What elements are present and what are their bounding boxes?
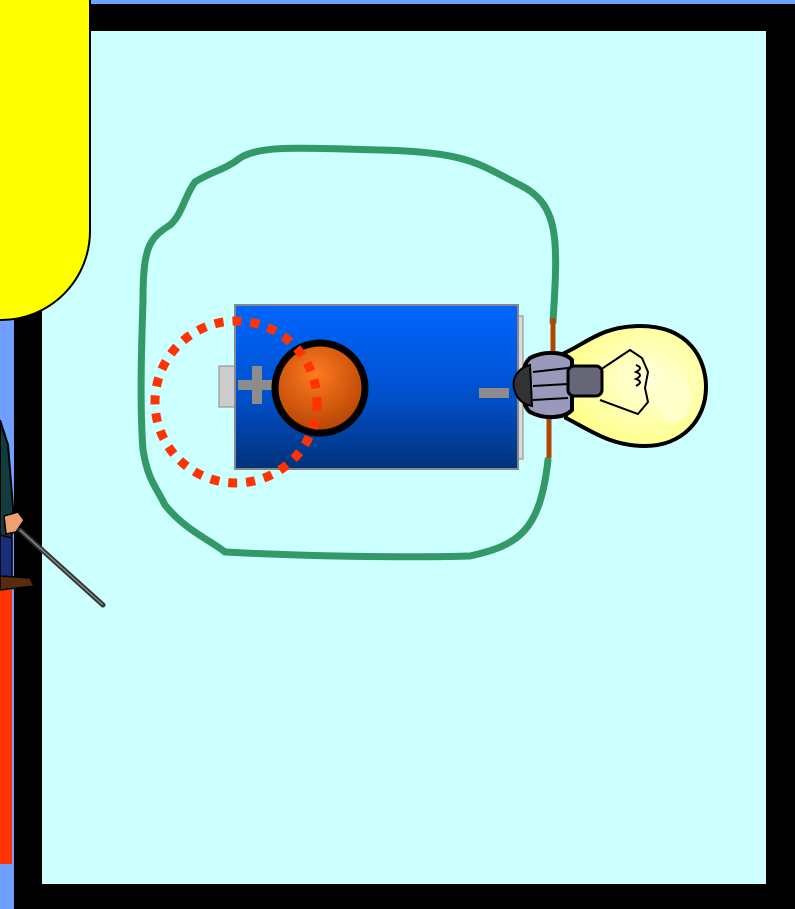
figure-boot: [0, 575, 36, 591]
pointer-bar: [0, 590, 12, 864]
circuit-wire: [137, 144, 560, 561]
minus-symbol: [479, 388, 509, 398]
plus-symbol-v: [252, 366, 262, 404]
battery-positive-terminal: [218, 365, 237, 408]
bulb-neck: [566, 364, 604, 398]
highlight-ring: [150, 316, 322, 488]
bulb-filament-coil: [633, 364, 641, 387]
fisherman-figure: [0, 419, 106, 608]
fishing-rod-core: [19, 529, 104, 606]
figure-legs: [0, 534, 13, 583]
figure-face: [3, 511, 25, 535]
bulb-contact: [512, 363, 534, 408]
bulb-screw-threads: [532, 367, 569, 401]
light-bulb: [512, 323, 709, 449]
bulb-shine: [655, 370, 691, 422]
bulb-filament: [599, 348, 650, 416]
